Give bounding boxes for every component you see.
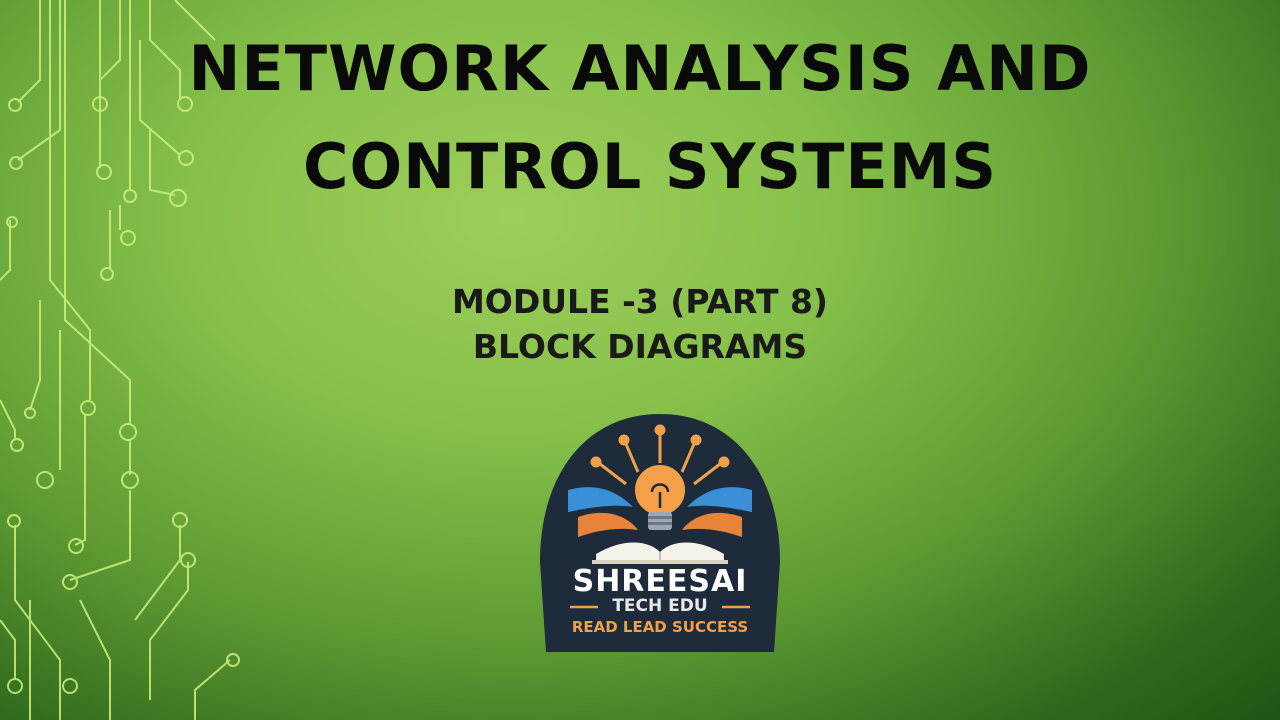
shreesai-logo [540, 414, 780, 652]
slide-title-line2: CONTROL SYSTEMS [302, 130, 998, 203]
slide-title-line1: NETWORK ANALYSIS AND [188, 32, 1092, 105]
logo-subname: TECH EDU [612, 596, 708, 616]
circuit-lines-decoration [0, 0, 240, 720]
module-label: MODULE -3 (PART 8) [451, 282, 829, 321]
logo-brand-name: SHREESAI [572, 564, 748, 599]
logo-tagline: READ LEAD SUCCESS [571, 618, 749, 636]
topic-label: BLOCK DIAGRAMS [472, 327, 808, 366]
